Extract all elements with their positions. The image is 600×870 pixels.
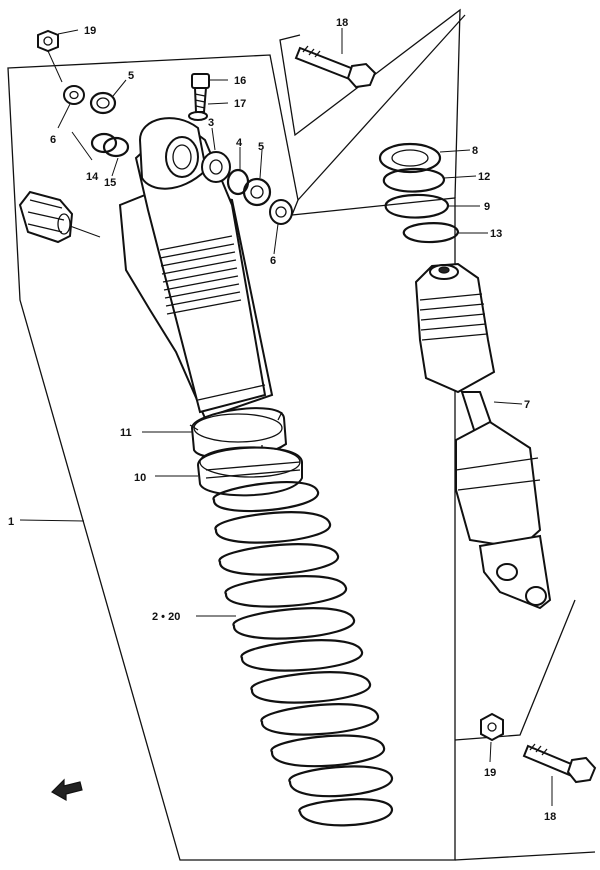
part-6-top-washer [47, 50, 85, 129]
part-9-ring [384, 193, 480, 219]
part-16-bolt [191, 73, 228, 113]
part-13-clip [402, 222, 488, 244]
part-7-damper-rod [414, 262, 552, 610]
part-14-15-oring-bushing [71, 131, 130, 177]
part-5-top-seal [89, 79, 127, 115]
callout-5-top: 5 [128, 70, 134, 82]
part-12-ring [382, 167, 477, 193]
part-10-spring-adjuster [155, 446, 303, 497]
callout-2-20: 2 • 20 [152, 611, 180, 623]
callout-13: 13 [490, 228, 502, 240]
callout-9: 9 [484, 201, 490, 213]
callout-7: 7 [524, 399, 530, 411]
callout-19-bottom: 19 [484, 767, 496, 779]
part-17-washer [188, 102, 229, 121]
callout-labels: 19 5 6 14 15 16 17 3 4 5 6 18 8 12 9 13 … [8, 17, 556, 823]
callout-15: 15 [104, 177, 116, 189]
callout-4: 4 [236, 137, 243, 149]
callout-3: 3 [208, 117, 214, 129]
front-arrow-icon [51, 778, 83, 802]
part-18-bottom-bolt [522, 743, 597, 806]
part-5-seal-right [242, 149, 272, 207]
part-19-bottom-nut [480, 712, 504, 763]
part-18-top-bolt [294, 28, 377, 89]
callout-5-right: 5 [258, 141, 264, 153]
callout-18-bottom: 18 [544, 811, 556, 823]
callout-19-top: 19 [84, 25, 96, 37]
callout-12: 12 [478, 171, 490, 183]
callout-11: 11 [120, 427, 132, 439]
callout-8-right: 8 [472, 145, 478, 157]
part-11-lock-nut [142, 407, 288, 460]
callout-6-top: 6 [50, 134, 56, 146]
callout-14: 14 [86, 171, 99, 183]
part-8-stopper-ring [378, 142, 471, 174]
part-3-inset-bushing [18, 190, 101, 244]
assembly-frame [7, 8, 596, 861]
callout-1: 1 [8, 516, 14, 528]
callout-10: 10 [134, 472, 146, 484]
part-6-washer-right [269, 199, 293, 255]
part-3-collar [201, 127, 231, 183]
callout-17: 17 [234, 98, 246, 110]
callout-18-top: 18 [336, 17, 348, 29]
part-2-20-spring [196, 481, 394, 827]
callout-16: 16 [234, 75, 246, 87]
part-19-top-nut [37, 29, 79, 53]
callout-6-right: 6 [270, 255, 276, 267]
